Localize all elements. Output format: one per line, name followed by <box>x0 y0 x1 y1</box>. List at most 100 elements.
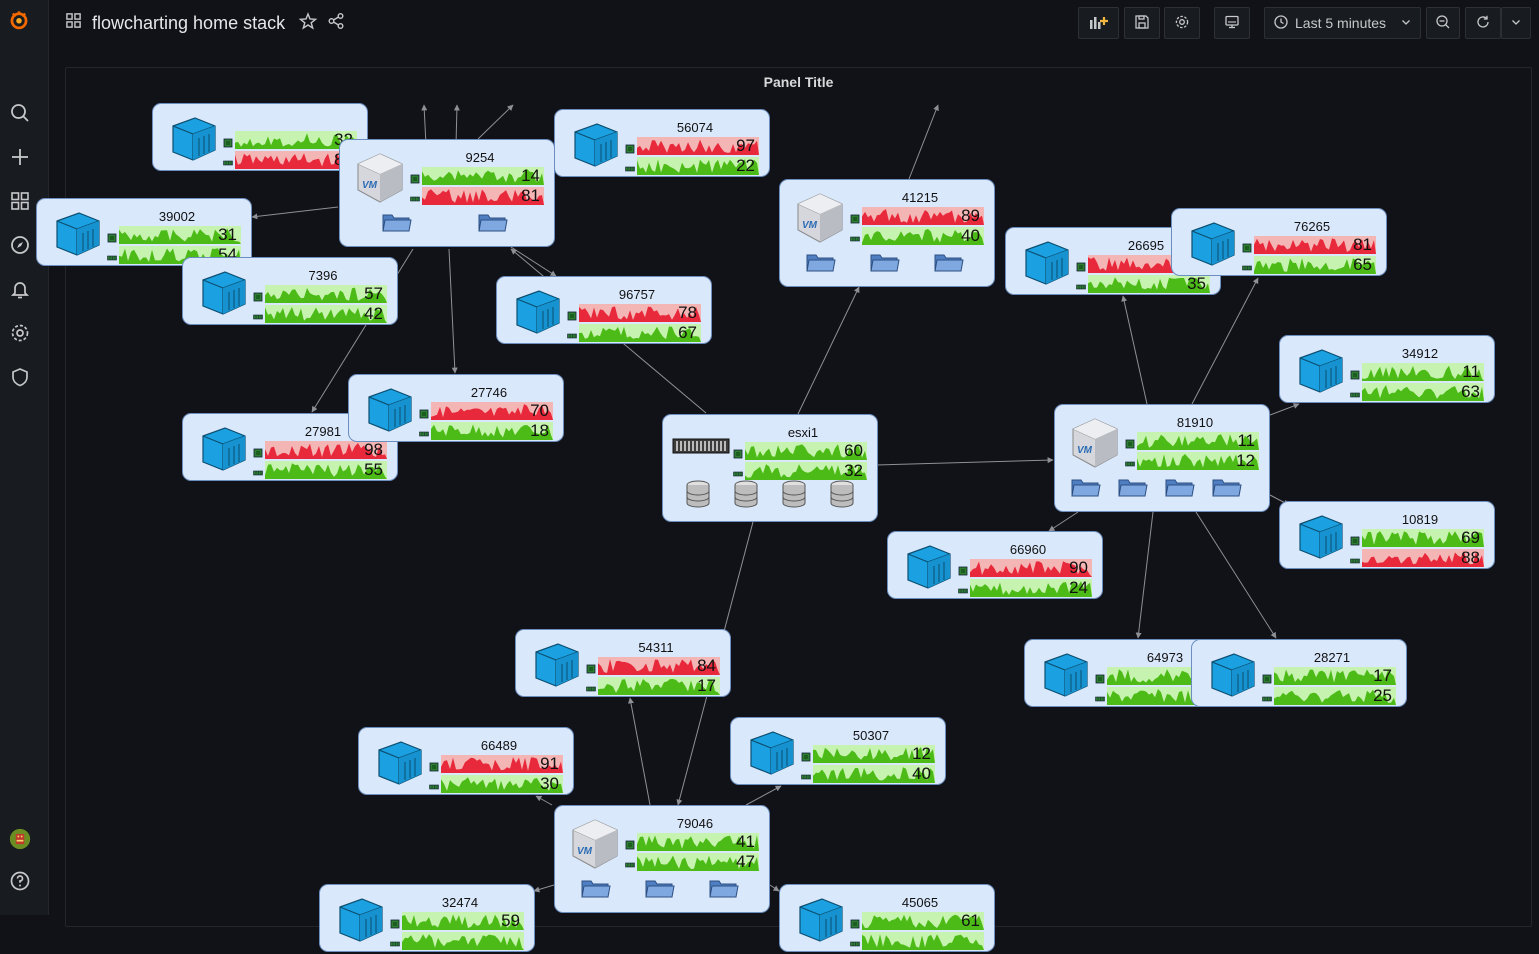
container-cube-icon <box>1033 648 1093 700</box>
bell-alerting-icon[interactable] <box>9 278 31 300</box>
share-icon[interactable] <box>327 12 345 35</box>
memory-value: 25 <box>1373 686 1392 705</box>
edge-connector <box>251 206 339 220</box>
star-icon[interactable] <box>298 11 318 35</box>
refresh-interval-dropdown[interactable] <box>1501 7 1531 39</box>
cpu-value: 12 <box>912 744 931 763</box>
cpu-usage-bar <box>862 207 984 225</box>
cpu-usage-bar <box>745 442 867 460</box>
dashboards-icon[interactable] <box>9 190 31 212</box>
panel-title[interactable]: Panel Title <box>763 74 834 90</box>
memory-usage-bar <box>1362 549 1484 567</box>
container-node[interactable]: 3289 <box>152 103 368 171</box>
datastore-folders <box>581 877 739 904</box>
zoom-out-button[interactable] <box>1426 7 1460 39</box>
refresh-button[interactable] <box>1465 7 1501 39</box>
memory-usage-bar <box>862 227 984 245</box>
memory-value: 24 <box>1069 578 1088 597</box>
memory-value: 40 <box>961 226 980 245</box>
tv-mode-button[interactable] <box>1214 7 1250 39</box>
save-icon <box>1134 14 1150 33</box>
cpu-usage-bar <box>1137 432 1259 450</box>
cpu-usage-bar <box>813 745 935 763</box>
memory-value: 17 <box>697 676 716 695</box>
cpu-chip-icon <box>419 406 429 419</box>
cpu-value: 97 <box>736 136 755 155</box>
memory-usage-bar <box>265 305 387 323</box>
cpu-usage-bar <box>598 657 720 675</box>
save-dashboard-button[interactable] <box>1124 7 1160 39</box>
node-label: 64973 <box>1146 650 1184 665</box>
server-rack-icon <box>671 431 731 461</box>
memory-usage-bar <box>1362 383 1484 401</box>
container-cube-icon <box>45 207 105 259</box>
folder-icon <box>870 251 900 278</box>
add-panel-button[interactable] <box>1078 7 1119 39</box>
grafana-logo-icon[interactable] <box>5 6 33 34</box>
search-icon[interactable] <box>9 102 31 124</box>
help-icon[interactable] <box>9 870 31 892</box>
cpu-usage-bar <box>265 441 387 459</box>
container-cube-icon <box>739 726 799 778</box>
flowchart-panel[interactable]: Panel Title 3289VM92541481560749722 39002… <box>36 67 1532 952</box>
memory-chip-icon <box>625 857 635 868</box>
cpu-value: 78 <box>678 303 697 322</box>
cpu-usage-bar <box>1362 363 1484 381</box>
memory-chip-icon <box>586 681 596 692</box>
folder-icon <box>709 877 739 904</box>
memory-chip-icon <box>223 155 233 166</box>
container-cube-icon <box>563 118 623 170</box>
shield-icon[interactable] <box>9 366 31 388</box>
container-cube-icon <box>191 266 251 318</box>
cpu-value: 81 <box>1353 235 1372 254</box>
node-label: 81910 <box>1176 415 1214 430</box>
plus-icon[interactable] <box>9 146 31 168</box>
cpu-chip-icon <box>1095 671 1105 684</box>
cpu-chip-icon <box>1350 367 1360 380</box>
memory-usage-bar <box>862 932 984 950</box>
chevron-down-icon <box>1510 15 1522 31</box>
memory-chip-icon <box>958 583 968 594</box>
dashboard-title[interactable]: flowcharting home stack <box>92 12 286 33</box>
cpu-usage-bar <box>119 226 241 244</box>
dashboard-settings-button[interactable] <box>1164 7 1200 39</box>
cpu-usage-bar <box>1274 667 1396 685</box>
cpu-usage-bar <box>235 131 357 149</box>
cpu-usage-bar <box>862 912 984 930</box>
sidebar <box>0 0 49 915</box>
user-avatar-icon[interactable] <box>7 826 33 852</box>
gear-icon[interactable] <box>9 322 31 344</box>
monitor-icon <box>1224 14 1240 33</box>
edge-connector <box>875 457 1054 466</box>
svg-text:VM: VM <box>802 220 818 231</box>
datastore-folders <box>1071 476 1242 503</box>
cpu-value: 91 <box>540 754 559 773</box>
cpu-chip-icon <box>223 135 233 148</box>
time-range-picker[interactable]: Last 5 minutes <box>1264 7 1421 39</box>
cpu-chip-icon <box>625 141 635 154</box>
explore-compass-icon[interactable] <box>9 234 31 256</box>
folder-icon <box>1165 476 1195 503</box>
